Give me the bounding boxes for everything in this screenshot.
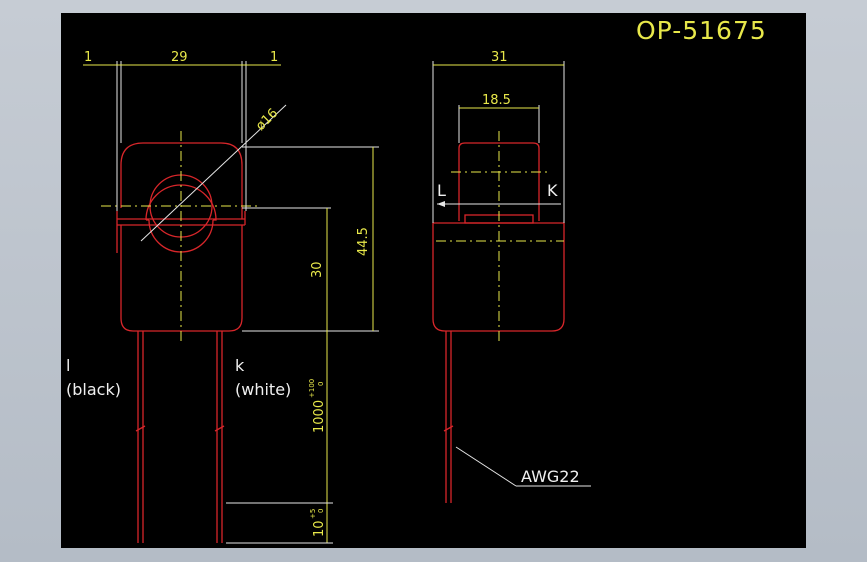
technical-drawing: OP-51675 ø16 bbox=[66, 16, 767, 544]
dim-total-height: 44.5 bbox=[356, 227, 371, 256]
dim-center-height: 30 bbox=[310, 261, 325, 278]
lead2-name: k bbox=[235, 356, 245, 375]
side-view: 31 18.5 L K AWG22 bbox=[432, 50, 591, 503]
diameter-label: ø16 bbox=[253, 106, 281, 134]
side-label-l: L bbox=[437, 181, 446, 200]
drawing-title: OP-51675 bbox=[636, 16, 767, 45]
front-view: ø16 1 29 1 44.5 30 bbox=[66, 50, 379, 544]
side-lead bbox=[443, 331, 454, 503]
direction-arrow-head bbox=[437, 201, 445, 207]
dim-strip-tol-upper: +5 bbox=[309, 509, 317, 519]
lead2-color: (white) bbox=[235, 380, 291, 399]
dim-strip-length: 10 bbox=[312, 520, 327, 537]
diameter-leader bbox=[140, 104, 287, 242]
side-dim-inner-width: 18.5 bbox=[482, 93, 511, 108]
side-label-k: K bbox=[547, 181, 558, 200]
dim-width-front: 29 bbox=[171, 50, 188, 65]
dim-strip-tol-lower: 0 bbox=[317, 509, 325, 513]
lead-black bbox=[135, 331, 146, 543]
drawing-canvas: OP-51675 ø16 bbox=[61, 13, 806, 548]
side-dim-width: 31 bbox=[491, 50, 508, 65]
lead1-name: l bbox=[66, 356, 70, 375]
dim-left-gap: 1 bbox=[84, 50, 92, 65]
dim-lead-tol-lower: 0 bbox=[317, 382, 325, 386]
dim-right-gap: 1 bbox=[270, 50, 278, 65]
side-top-cap bbox=[458, 142, 540, 221]
dim-lead-length: 1000 bbox=[312, 400, 327, 433]
dim-lead-tol-upper: +100 bbox=[308, 379, 316, 398]
lead1-color: (black) bbox=[66, 380, 121, 399]
lead-white bbox=[214, 331, 225, 543]
awg-leader bbox=[455, 446, 517, 487]
side-lower-body bbox=[432, 222, 565, 332]
wire-gauge-label: AWG22 bbox=[521, 467, 580, 486]
